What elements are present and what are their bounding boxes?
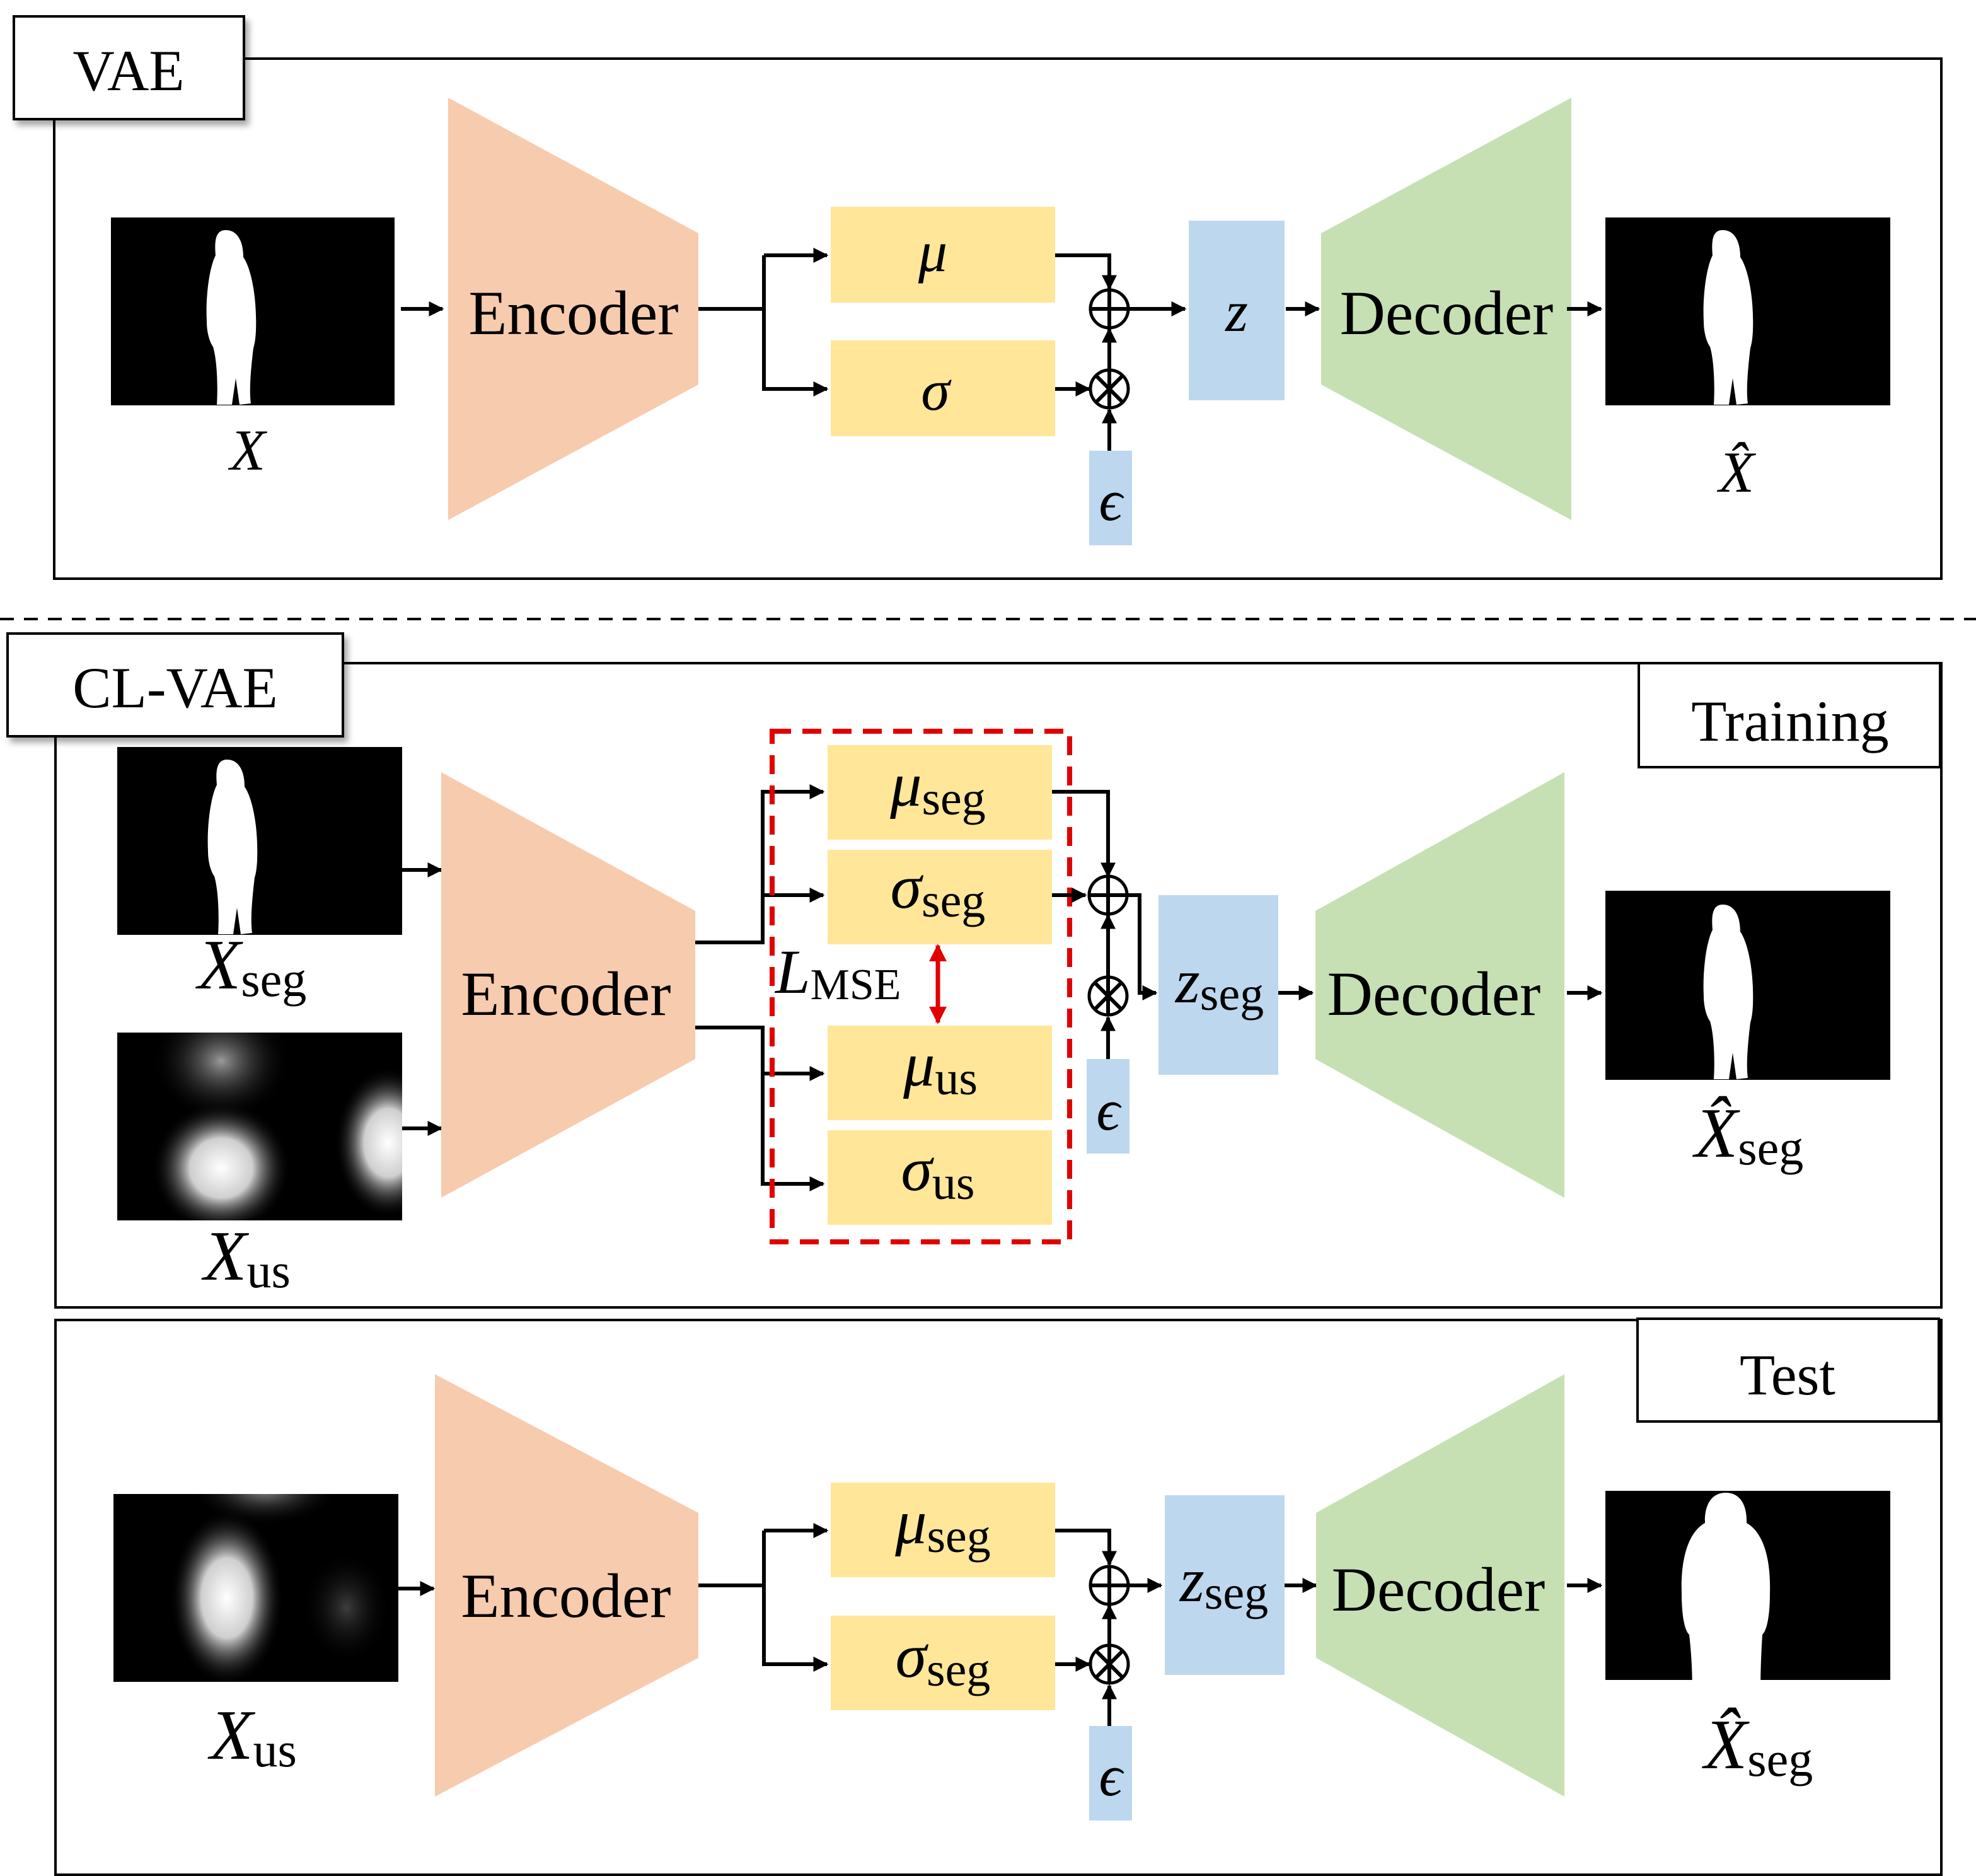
test-mu-seg-label: μseg	[894, 1487, 991, 1563]
train-sigma-seg-label: σseg	[891, 852, 986, 927]
clvae-test-decoder-label: Decoder	[1332, 1555, 1546, 1624]
clvae-test-encoder-block	[435, 1374, 698, 1797]
train-sigma-seg-box	[828, 850, 1052, 944]
arrow-to-sigma	[762, 309, 829, 397]
vae-panel-frame	[53, 57, 1943, 580]
test-z-seg-label: zseg	[1179, 1545, 1268, 1619]
test-arrow-to-sigma-seg	[762, 1585, 829, 1672]
input-image-x	[111, 217, 395, 405]
test-input-image-x-us	[113, 1494, 398, 1682]
vae-panel: VAE X Encoder μ σ ϵ z	[13, 15, 1943, 580]
input-image-x-seg	[117, 747, 402, 935]
output-image-x-hat-seg-train	[1605, 891, 1890, 1080]
test-z-seg-box	[1165, 1495, 1285, 1675]
test-tag: Test	[1636, 1317, 1940, 1423]
clvae-train-encoder-label: Encoder	[461, 959, 671, 1029]
clvae-test-encoder-label: Encoder	[461, 1561, 671, 1631]
vae-z-box	[1189, 221, 1285, 400]
test-epsilon-box	[1089, 1726, 1132, 1821]
train-epsilon-box	[1087, 1059, 1130, 1154]
encoder-branch-line	[698, 255, 766, 311]
test-output-label-x-hat-seg: X̂seg	[1702, 1706, 1813, 1786]
test-sigma-seg-box	[831, 1616, 1055, 1710]
train-mu-seg-box	[828, 745, 1052, 840]
test-mu-to-plus-line	[1055, 1529, 1117, 1566]
output-label-x-hat: X̂	[1716, 440, 1757, 504]
train-z-seg-label: zseg	[1174, 946, 1264, 1021]
train-mu-us-box	[828, 1026, 1052, 1120]
train-z-seg-box	[1158, 895, 1278, 1075]
test-encoder-branch-line	[698, 1531, 766, 1587]
clvae-tag-label: CL-VAE	[72, 656, 277, 720]
mu-seg-to-plus-line	[1052, 790, 1116, 878]
clvae-train-decoder-block	[1315, 772, 1564, 1198]
clvae-test-decoder-block	[1316, 1374, 1564, 1797]
vae-encoder-label: Encoder	[468, 278, 678, 348]
test-tag-label: Test	[1740, 1343, 1835, 1407]
vae-epsilon-label: ϵ	[1099, 468, 1124, 533]
arrow-to-mu-seg	[695, 784, 825, 944]
vae-tag-label: VAE	[72, 38, 184, 103]
input-label-x-us: Xus	[201, 1217, 291, 1298]
train-sigma-us-box	[828, 1130, 1052, 1225]
train-epsilon-label: ϵ	[1096, 1078, 1122, 1142]
training-panel-frame	[54, 662, 1943, 1309]
clvae-train-decoder-label: Decoder	[1327, 959, 1541, 1029]
test-mu-seg-box	[831, 1483, 1055, 1577]
vae-decoder-label: Decoder	[1340, 278, 1554, 348]
test-sigma-seg-label: σseg	[896, 1621, 991, 1696]
train-mu-us-label: μus	[903, 1029, 978, 1105]
input-image-x-us	[117, 1033, 402, 1220]
vae-encoder-block	[448, 98, 698, 520]
vae-tag: VAE	[13, 15, 245, 120]
vae-z-label: z	[1224, 279, 1248, 344]
vae-mu-label: μ	[918, 219, 947, 284]
test-input-label-x-us: Xus	[207, 1696, 297, 1777]
clvae-train-encoder-block	[441, 772, 695, 1198]
vae-sigma-box	[831, 340, 1055, 436]
output-image-x-hat	[1605, 217, 1890, 405]
clvae-tag: CL-VAE	[6, 632, 344, 738]
vae-sigma-label: σ	[921, 358, 952, 422]
loss-region-frame	[770, 729, 1072, 1244]
loss-label-l-mse: LMSE	[774, 937, 901, 1009]
arrow-to-sigma-us	[695, 1026, 825, 1191]
clvae-test-panel: Test Xus Encoder μseg σseg	[54, 1317, 1943, 1876]
mu-to-plus-line	[1055, 253, 1117, 291]
train-mu-seg-label: μseg	[889, 750, 986, 825]
test-output-image-x-hat-seg	[1605, 1491, 1890, 1704]
test-panel-frame	[54, 1319, 1943, 1876]
test-epsilon-label: ϵ	[1099, 1744, 1124, 1808]
output-label-x-hat-seg-train: X̂seg	[1692, 1094, 1803, 1175]
clvae-training-panel: CL-VAE Training Xseg Xus Encoder	[6, 632, 1943, 1309]
vae-decoder-block	[1321, 98, 1571, 520]
training-tag: Training	[1638, 662, 1941, 768]
input-label-x: X	[228, 418, 268, 482]
training-tag-label: Training	[1691, 689, 1889, 753]
input-label-x-seg: Xseg	[195, 926, 306, 1007]
train-sigma-us-label: σus	[901, 1134, 975, 1210]
vae-mu-box	[831, 207, 1055, 303]
plus-to-z-seg-line	[1127, 893, 1158, 1000]
vae-epsilon-box	[1089, 451, 1132, 545]
